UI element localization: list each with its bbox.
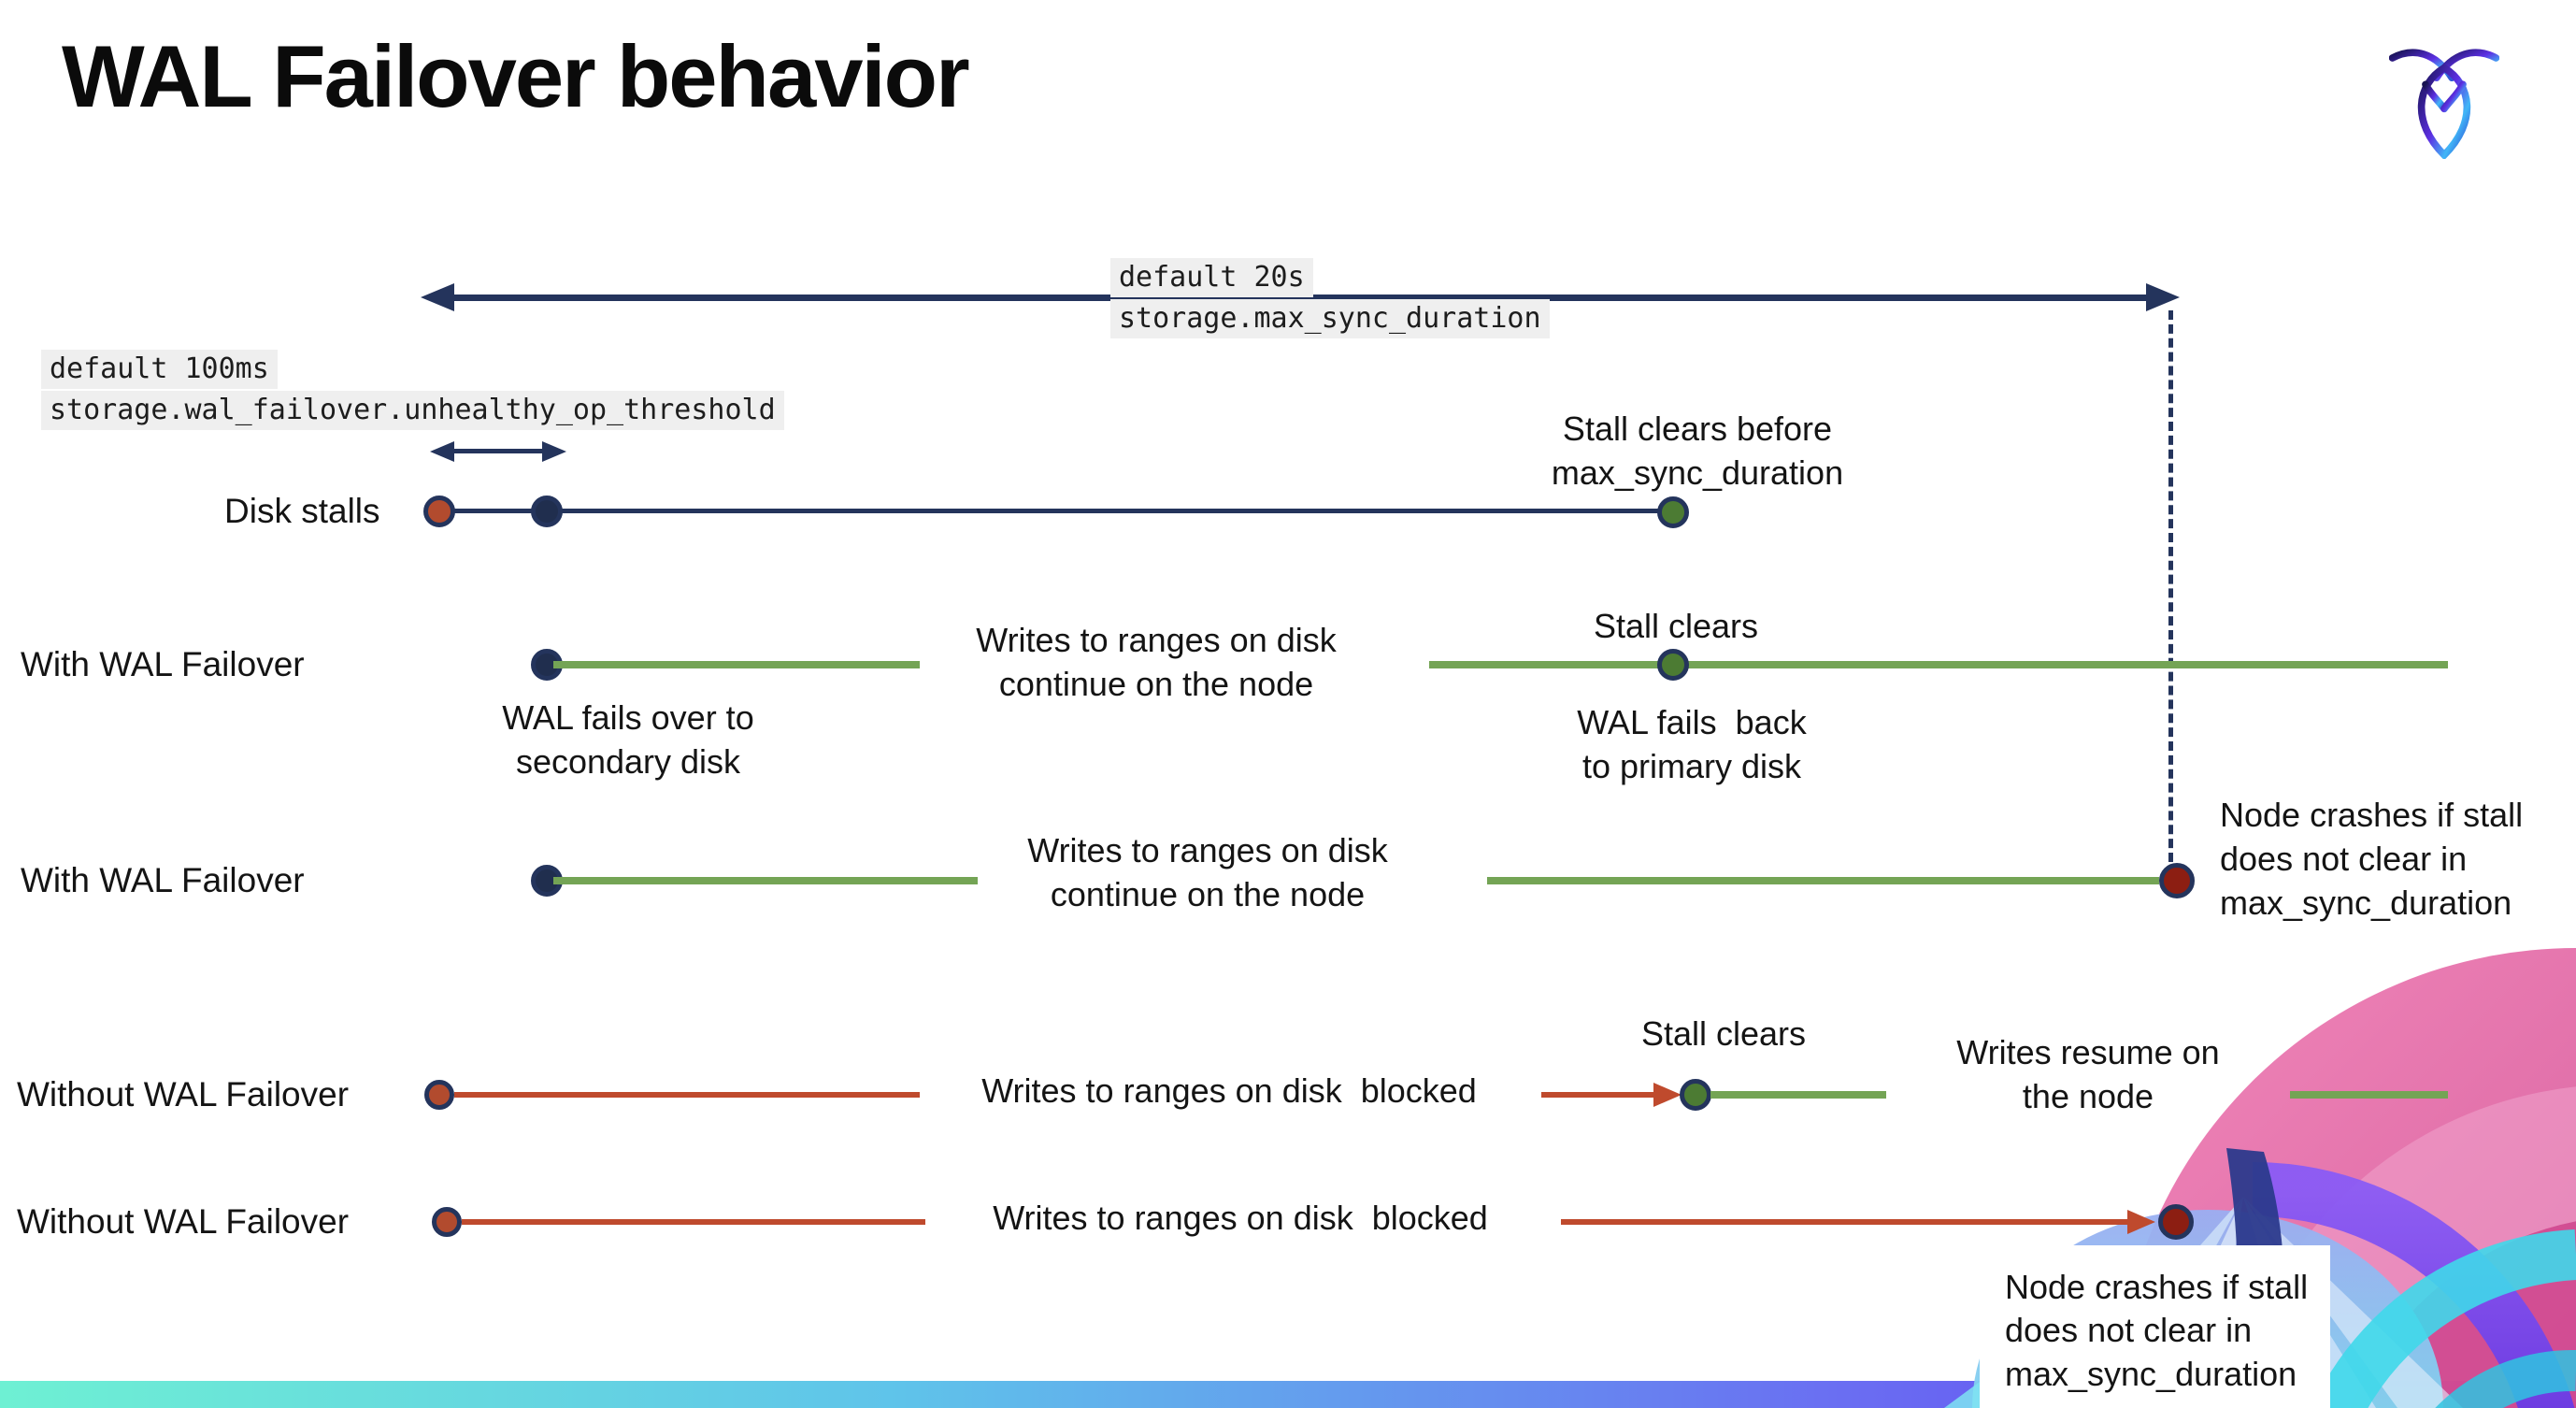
node-crash-callout-line1: Node crashes if stall (2005, 1268, 2309, 1306)
writes-continue-text-line2: continue on the node (998, 665, 1314, 703)
stall-start-dot (423, 496, 455, 527)
writes-blocked-line-b (1541, 1092, 1653, 1098)
stall-clears-text-3: Stall clears (1640, 1014, 1807, 1053)
threshold-arrowhead-right-icon (542, 441, 566, 462)
stall-clears-before-text-line1: Stall clears before (1562, 409, 1833, 448)
node-crash-callout-line3: max_sync_duration (2005, 1355, 2297, 1393)
row-label-with-wal-failover-1: With WAL Failover (21, 645, 305, 683)
max-sync-duration-arrow-line (451, 295, 2150, 301)
max-sync-setting-label: storage.max_sync_duration (1110, 299, 1550, 338)
node-crash-dot-2 (2158, 1204, 2194, 1240)
row-label-without-wal-failover-2: Without WAL Failover (17, 1202, 350, 1241)
writes-continue-line-a (553, 661, 920, 668)
writes-continue-text-line1: Writes to ranges on disk (976, 621, 1337, 659)
page-title: WAL Failover behavior (62, 27, 970, 125)
stall-clear-dot-3 (1680, 1079, 1711, 1111)
wal-fails-over-text-line1: WAL fails over to (502, 698, 754, 737)
writes-continue-2-text-line1: Writes to ranges on disk (1027, 831, 1388, 869)
writes-resume-line-right (2290, 1091, 2448, 1099)
blocked-arrowhead-icon (1653, 1083, 1682, 1107)
threshold-arrowhead-left-icon (430, 441, 454, 462)
wal-fails-back-text-line2: to primary disk (1581, 747, 1802, 785)
writes-continue-2-text-line2: continue on the node (1050, 875, 1366, 913)
stall-clear-dot-2 (1657, 649, 1689, 681)
failover-threshold-dot (531, 496, 563, 527)
wal-fails-back-text-line1: WAL fails back (1577, 703, 1807, 741)
node-crash-callout-line2: does not clear in (2005, 1311, 2253, 1349)
node-crash-dot (2159, 863, 2195, 898)
arrowhead-right-icon (2146, 283, 2180, 311)
writes-resume-text-line2: the node (2022, 1077, 2154, 1115)
row-label-disk-stalls: Disk stalls (224, 492, 380, 530)
writes-blocked-line-d (1561, 1219, 2127, 1225)
blocked-start-dot-2 (432, 1207, 462, 1237)
node-crash-callout-box (1980, 1245, 2330, 1408)
max-sync-default-label: default 20s (1110, 258, 1313, 297)
blocked-arrowhead-icon-2 (2127, 1210, 2155, 1234)
threshold-setting-label: storage.wal_failover.unhealthy_op_thresh… (41, 391, 784, 430)
threshold-arrow-line (451, 449, 544, 453)
row-label-with-wal-failover-2: With WAL Failover (21, 861, 305, 899)
writes-resume-line (1710, 1091, 1886, 1099)
node-crash-text-line3: max_sync_duration (2220, 884, 2512, 922)
writes-continue-line-c (553, 877, 978, 884)
threshold-default-label: default 100ms (41, 350, 278, 389)
row-label-without-wal-failover-1: Without WAL Failover (17, 1075, 350, 1113)
writes-blocked-line-c (462, 1219, 925, 1225)
writes-resume-text-line1: Writes resume on (1956, 1033, 2220, 1071)
writes-blocked-line-a (454, 1092, 920, 1098)
writes-blocked-text-2: Writes to ranges on disk blocked (993, 1199, 1488, 1237)
writes-continue-line-b (1429, 661, 2448, 668)
disk-stall-timeline-line (439, 509, 1673, 513)
wal-fails-over-text-line2: secondary disk (515, 742, 741, 781)
arrowhead-left-icon (421, 283, 454, 311)
stall-clears-text-2: Stall clears (1593, 607, 1759, 645)
max-sync-deadline-dashed-line (2168, 310, 2173, 862)
stall-clears-before-text-line2: max_sync_duration (1551, 453, 1844, 492)
blocked-start-dot (424, 1080, 454, 1110)
node-crash-text-line2: does not clear in (2220, 840, 2468, 878)
node-crash-text-line1: Node crashes if stall (2220, 796, 2524, 834)
stall-clear-dot (1657, 496, 1689, 528)
writes-blocked-text-1: Writes to ranges on disk blocked (981, 1071, 1477, 1110)
writes-continue-line-d (1487, 877, 2159, 884)
cockroachdb-logo-icon (2389, 49, 2499, 159)
